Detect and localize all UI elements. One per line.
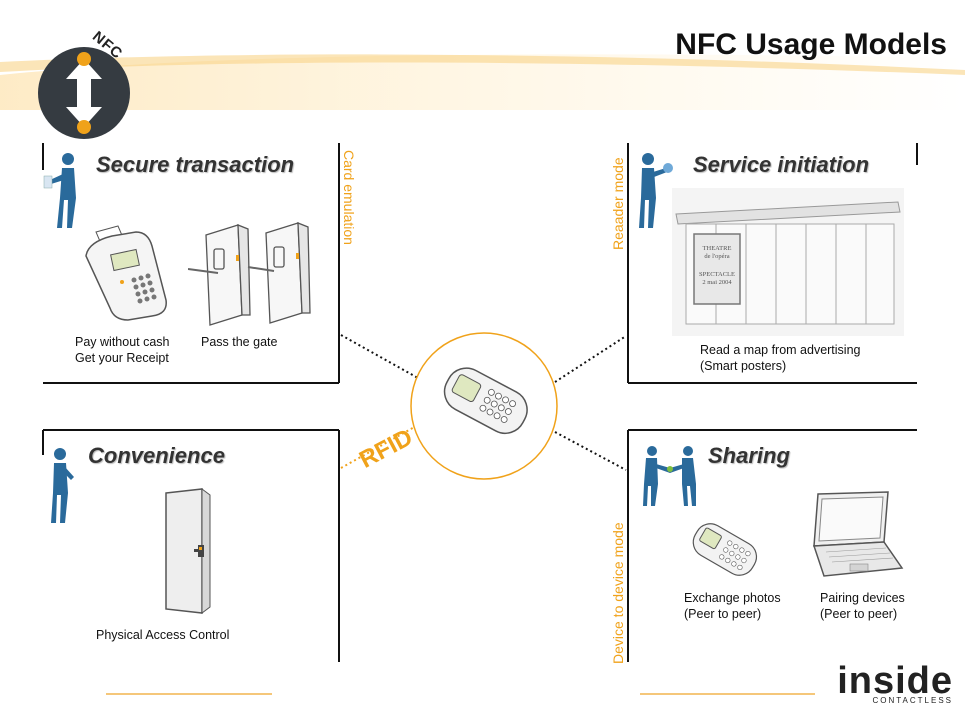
caption-exchange-photos: Exchange photos [684,591,781,605]
caption-peer-to-peer-1: (Peer to peer) [684,607,762,621]
bus-shelter-icon: THEATRE de l'opéra SPECTACLE 2 mai 2004 [672,188,904,336]
caption-pay-without-cash: Pay without cash [75,335,170,349]
brand-tagline: CONTACTLESS [872,696,953,705]
arrow-updown-icon [66,52,102,134]
mobile-phone-icon [692,523,758,576]
brand-logo: inside CONTACTLESS [837,660,953,705]
poster-line-3: SPECTACLE [699,271,735,278]
card-emulation-label: Card emulation [341,150,357,245]
door-icon [165,488,211,614]
person-icon [51,448,74,523]
caption-pairing-devices: Pairing devices [820,591,905,605]
caption-physical-access-control: Physical Access Control [96,628,230,642]
header-swoosh [0,54,965,110]
footer-rule-right [640,693,815,695]
service-initiation-heading: Service initiation [693,152,870,177]
payment-terminal-icon [85,225,167,321]
laptop-icon [812,491,904,577]
poster-line-2: de l'opéra [704,253,729,260]
sharing-heading: Sharing [708,443,790,468]
caption-smart-posters: (Smart posters) [700,359,787,373]
mobile-phone-icon [443,367,528,435]
footer-rule-left [106,693,272,695]
device-to-device-label: Device to device mode [610,522,626,664]
caption-get-your-receipt: Get your Receipt [75,351,169,365]
poster-line-4: 2 mai 2004 [702,279,732,286]
person-icon [639,153,673,228]
page-title: NFC Usage Models [675,28,947,61]
convenience-heading: Convenience [88,443,225,468]
caption-peer-to-peer-2: (Peer to peer) [820,607,898,621]
reader-mode-label: Reaader mode [610,157,626,250]
secure-transaction-heading: Secure transaction [96,152,295,177]
brand-name: inside [837,660,953,702]
caption-pass-the-gate: Pass the gate [201,335,278,349]
handshake-icon [643,446,696,506]
caption-read-a-map: Read a map from advertising [700,343,861,357]
person-icon [43,153,76,228]
poster-line-1: THEATRE [703,245,732,252]
nfc-badge-icon [38,47,130,139]
turnstile-gate-icon [188,222,311,326]
